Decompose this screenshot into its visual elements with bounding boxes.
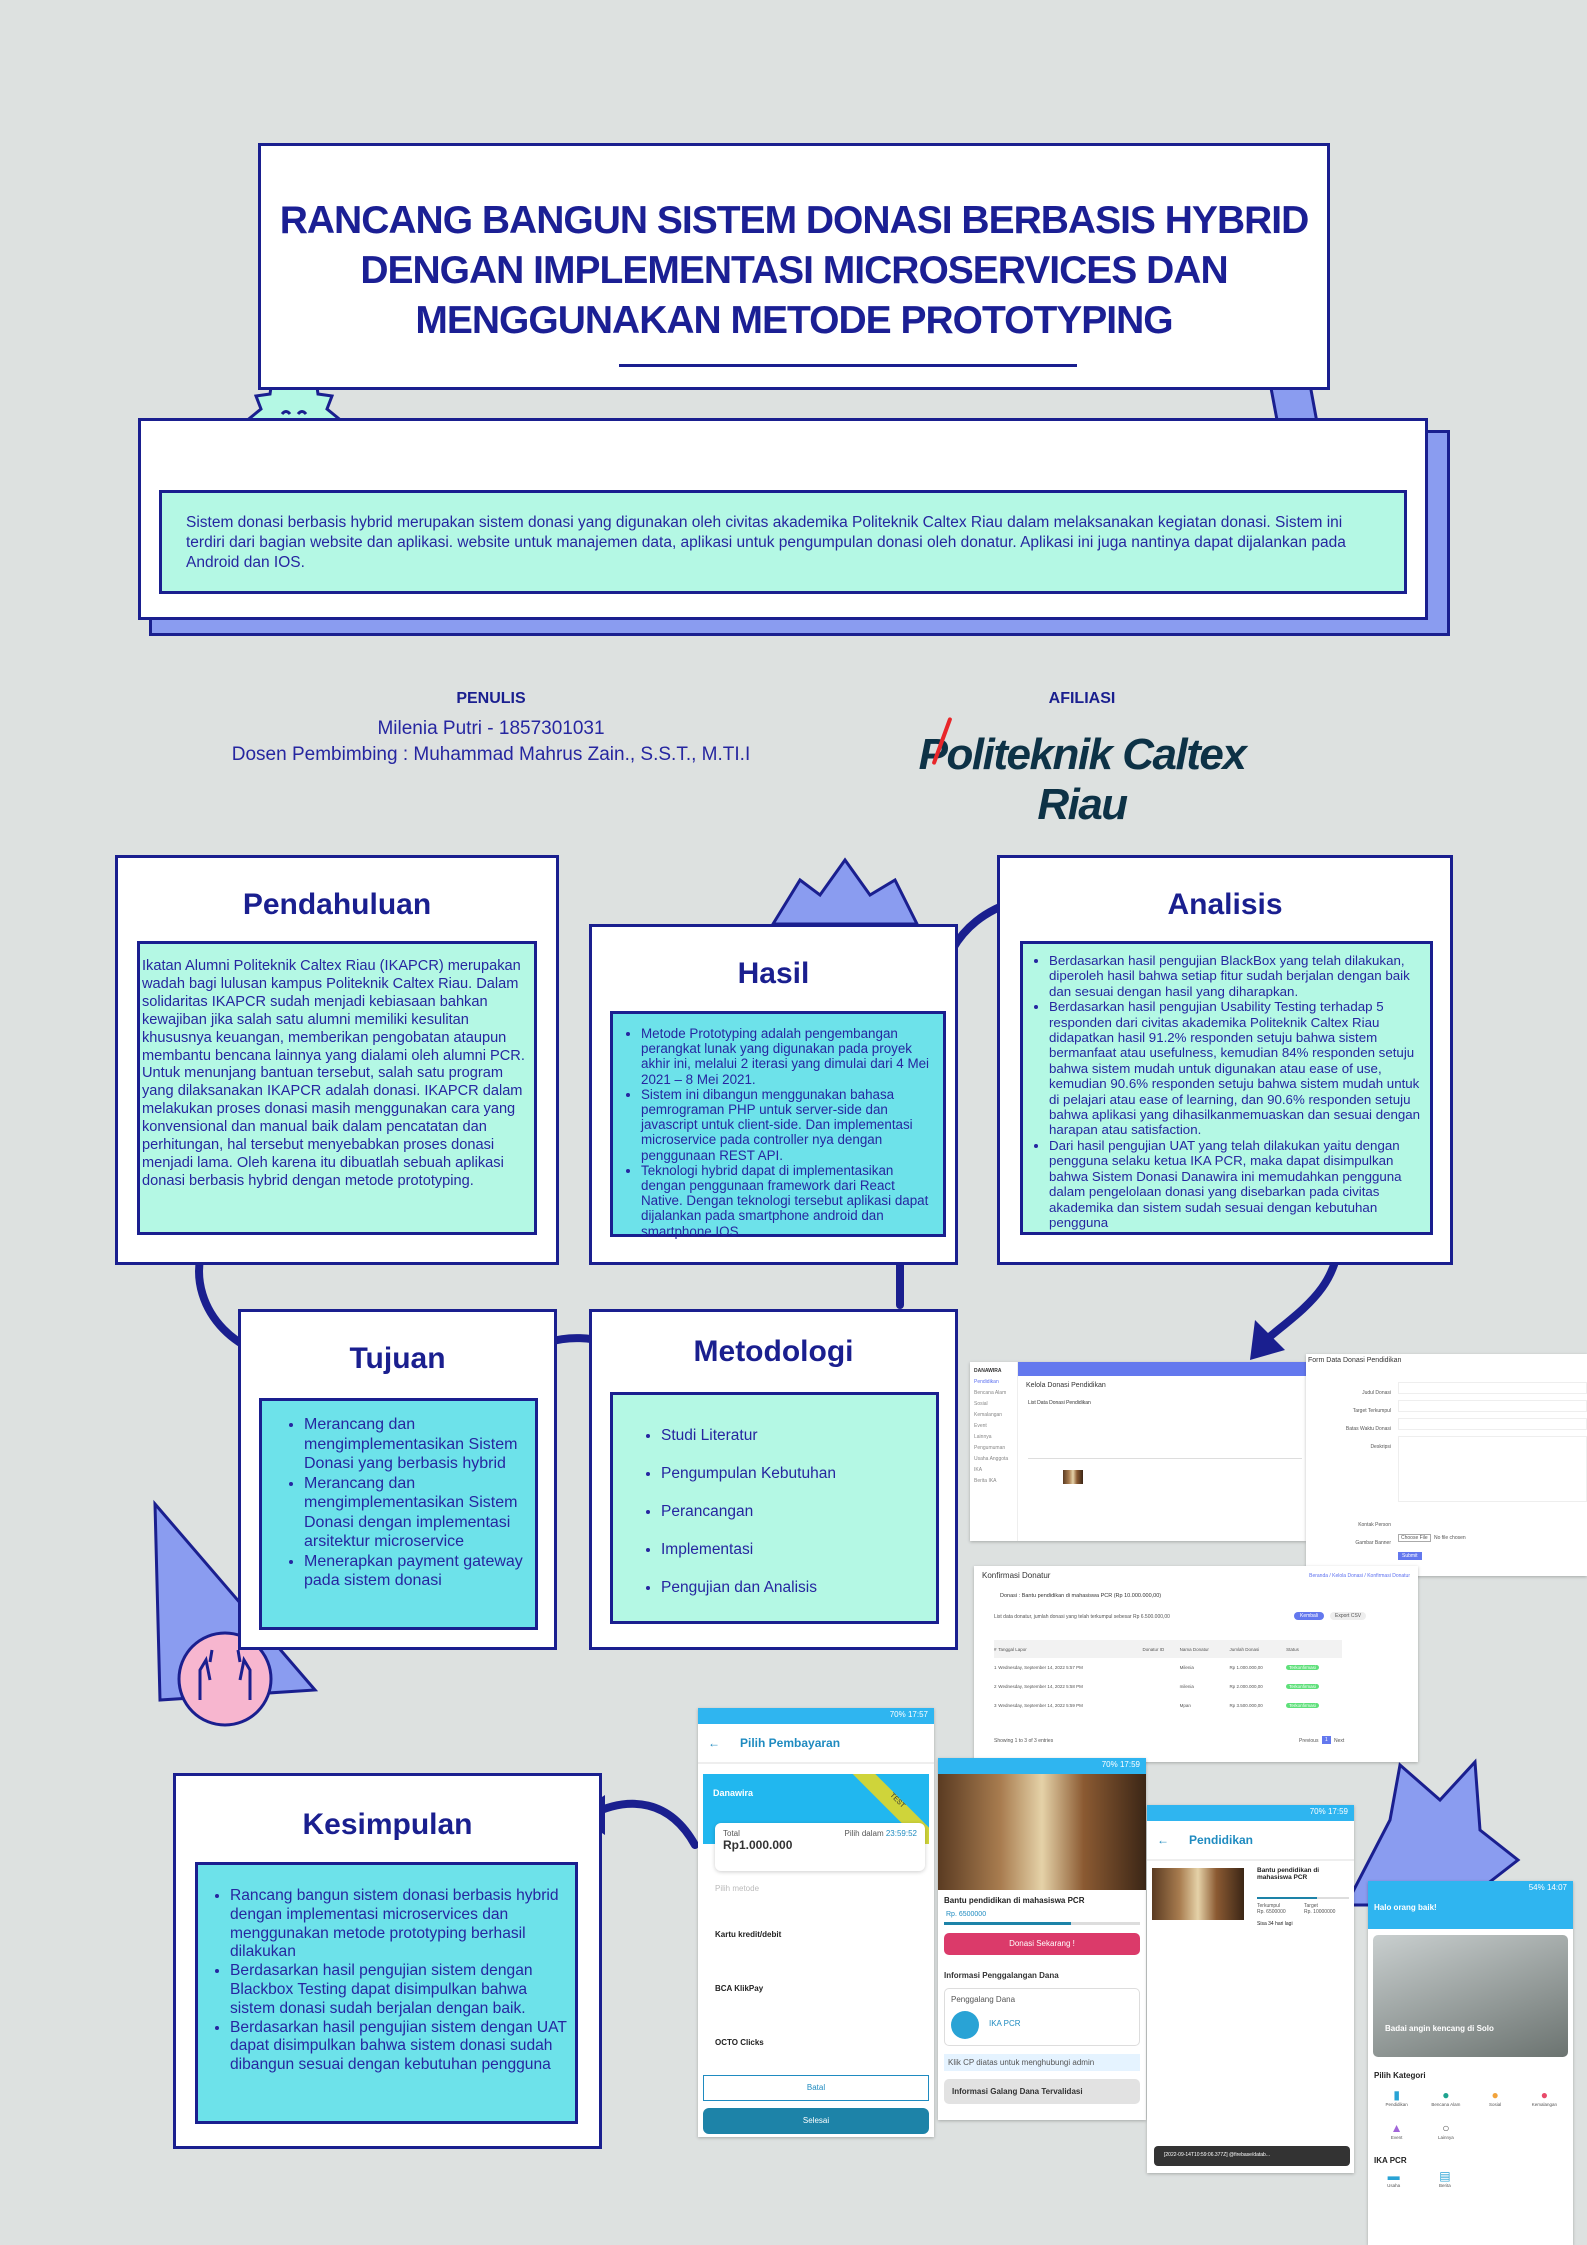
analisis-item: Berdasarkan hasil pengujian BlackBox yan… <box>1049 953 1428 999</box>
metodologi-title: Metodologi <box>693 1335 854 1368</box>
author-name: Milenia Putri - 1857301031 <box>377 718 605 739</box>
advisor-name: Dosen Pembimbing : Muhammad Mahrus Zain.… <box>231 744 751 765</box>
done-button[interactable]: Selesai <box>703 2108 929 2134</box>
konfirmasi-screenshot: Konfirmasi Donatur Beranda / Kelola Dona… <box>974 1566 1418 1762</box>
kesimpulan-item: Berdasarkan hasil pengujian sistem denga… <box>230 1962 573 2018</box>
poster-title-line: RANCANG BANGUN SISTEM DONASI BERBASIS HY… <box>279 199 1310 242</box>
crown-shape <box>770 857 920 926</box>
pendidikan-phone-screenshot: 70% 17:59 ←Pendidikan Bantu pendidikan d… <box>1147 1805 1354 2173</box>
tujuan-panel: Tujuan Merancang dan mengimplementasikan… <box>238 1309 557 1650</box>
pendahuluan-panel: Pendahuluan Ikatan Alumni Politeknik Cal… <box>115 855 559 1265</box>
analisis-item: Berdasarkan hasil pengujian Usability Te… <box>1049 999 1428 1138</box>
kesimpulan-panel: Kesimpulan Rancang bangun sistem donasi … <box>173 1773 602 2149</box>
cancel-button[interactable]: Batal <box>703 2075 929 2101</box>
metodologi-panel: Metodologi Studi Literatur Pengumpulan K… <box>589 1309 958 1650</box>
back-arrow-icon: ← <box>708 1736 720 1750</box>
metodologi-item: Pengumpulan Kebutuhan <box>661 1455 926 1493</box>
title-underline <box>619 364 1077 367</box>
pendahuluan-text: Ikatan Alumni Politeknik Caltex Riau (IK… <box>142 958 525 1189</box>
authors-section: PENULIS Milenia Putri - 1857301031 Dosen… <box>191 690 791 766</box>
poster-title-line: MENGGUNAKAN METODE PROTOTYPING <box>415 299 1173 342</box>
submit-button[interactable]: Submit <box>1398 1552 1422 1560</box>
payment-phone-screenshot: 70% 17:57 ←Pilih Pembayaran Danawira TES… <box>698 1708 934 2137</box>
donate-button[interactable]: Donasi Sekarang ! <box>944 1933 1140 1955</box>
title-box: RANCANG BANGUN SISTEM DONASI BERBASIS HY… <box>258 143 1330 390</box>
hands-sticker-icon <box>177 1631 273 1727</box>
form-screenshot: Form Data Donasi Pendidikan Judul Donasi… <box>1306 1354 1587 1576</box>
metodologi-item: Pengujian dan Analisis <box>661 1569 926 1607</box>
tujuan-item: Merancang dan mengimplementasikan Sistem… <box>304 1474 529 1552</box>
tujuan-item: Menerapkan payment gateway pada sistem d… <box>304 1552 529 1591</box>
metodologi-item: Studi Literatur <box>661 1417 926 1455</box>
tujuan-title: Tujuan <box>349 1342 446 1375</box>
analisis-item: Dari hasil pengujian UAT yang telah dila… <box>1049 1138 1428 1230</box>
kesimpulan-item: Rancang bangun sistem donasi berbasis hy… <box>230 1887 573 1962</box>
affiliation-section: AFILIASI Politeknik Caltex Riau <box>882 690 1282 830</box>
tujuan-item: Merancang dan mengimplementasikan Sistem… <box>304 1415 529 1474</box>
metodologi-item: Implementasi <box>661 1531 926 1569</box>
pendahuluan-title: Pendahuluan <box>242 888 432 921</box>
hasil-item: Teknologi hybrid dapat di implementasika… <box>641 1163 939 1239</box>
affiliation-heading: AFILIASI <box>1048 690 1116 707</box>
metodologi-item: Perancangan <box>661 1493 926 1531</box>
authors-heading: PENULIS <box>456 690 526 707</box>
hasil-item: Metode Prototyping adalah pengembangan p… <box>641 1026 939 1087</box>
arrow-to-kesimpulan <box>586 1799 699 1849</box>
poster-title-line: DENGAN IMPLEMENTASI MICROSERVICES DAN <box>360 249 1228 292</box>
kesimpulan-title: Kesimpulan <box>302 1808 473 1841</box>
kesimpulan-item: Berdasarkan hasil pengujian sistem denga… <box>230 2019 573 2075</box>
pcr-logo: Politeknik Caltex Riau <box>882 716 1282 830</box>
intro-box: Sistem donasi berbasis hybrid merupakan … <box>138 418 1428 620</box>
home-phone-screenshot: 54% 14:07 Halo orang baik! Badai angin k… <box>1368 1881 1573 2245</box>
hasil-title: Hasil <box>737 957 810 990</box>
detail-phone-screenshot: 70% 17:59 Bantu pendidikan di mahasiswa … <box>938 1758 1146 2120</box>
intro-text: Sistem donasi berbasis hybrid merupakan … <box>186 514 1346 571</box>
analisis-panel: Analisis Berdasarkan hasil pengujian Bla… <box>997 855 1453 1265</box>
hasil-panel: Hasil Metode Prototyping adalah pengemba… <box>589 924 958 1265</box>
hasil-item: Sistem ini dibangun menggunakan bahasa p… <box>641 1087 939 1163</box>
analisis-title: Analisis <box>1167 888 1283 921</box>
